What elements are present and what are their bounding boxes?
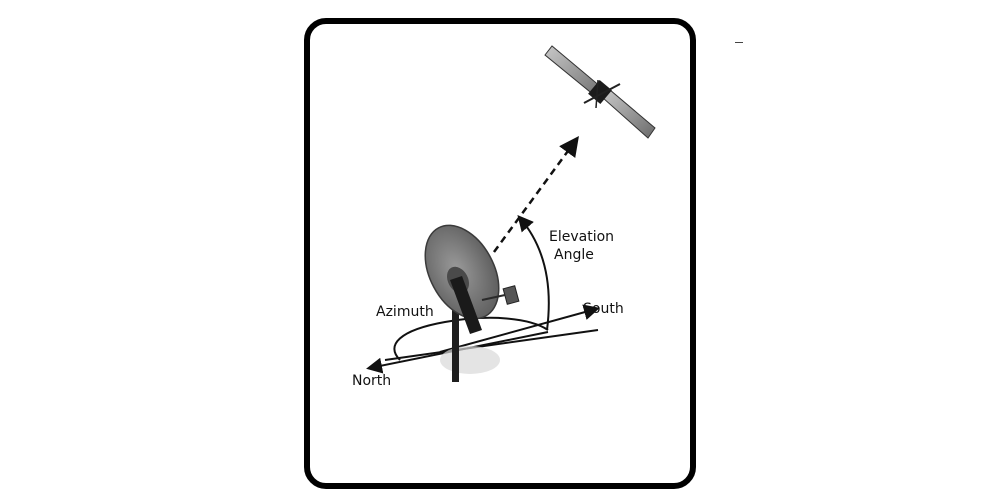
label-north: North [352,373,392,389]
satellite-mast [595,79,599,109]
elevation-angle-arc [517,214,550,331]
dish-arm [450,276,482,334]
margin-dash-mark [735,42,743,43]
ground-line [384,329,599,361]
dish-lnb [502,285,520,305]
satellite-dish-icon [424,224,520,382]
satellite-antenna [583,83,621,104]
south-direction-line [439,304,600,353]
diagram-frame [304,18,696,489]
satellite-solar-panel-right [602,89,656,139]
dish-pole [452,300,459,382]
dish-shadow [440,346,500,374]
label-elevation-line2: Angle [554,247,594,263]
dish-feed-arm [481,294,506,301]
label-azimuth: Azimuth [376,304,434,320]
satellite-icon [544,45,656,139]
label-south: South [583,301,624,317]
azimuth-arc [393,316,549,361]
label-elevation-line1: Elevation [549,229,615,245]
